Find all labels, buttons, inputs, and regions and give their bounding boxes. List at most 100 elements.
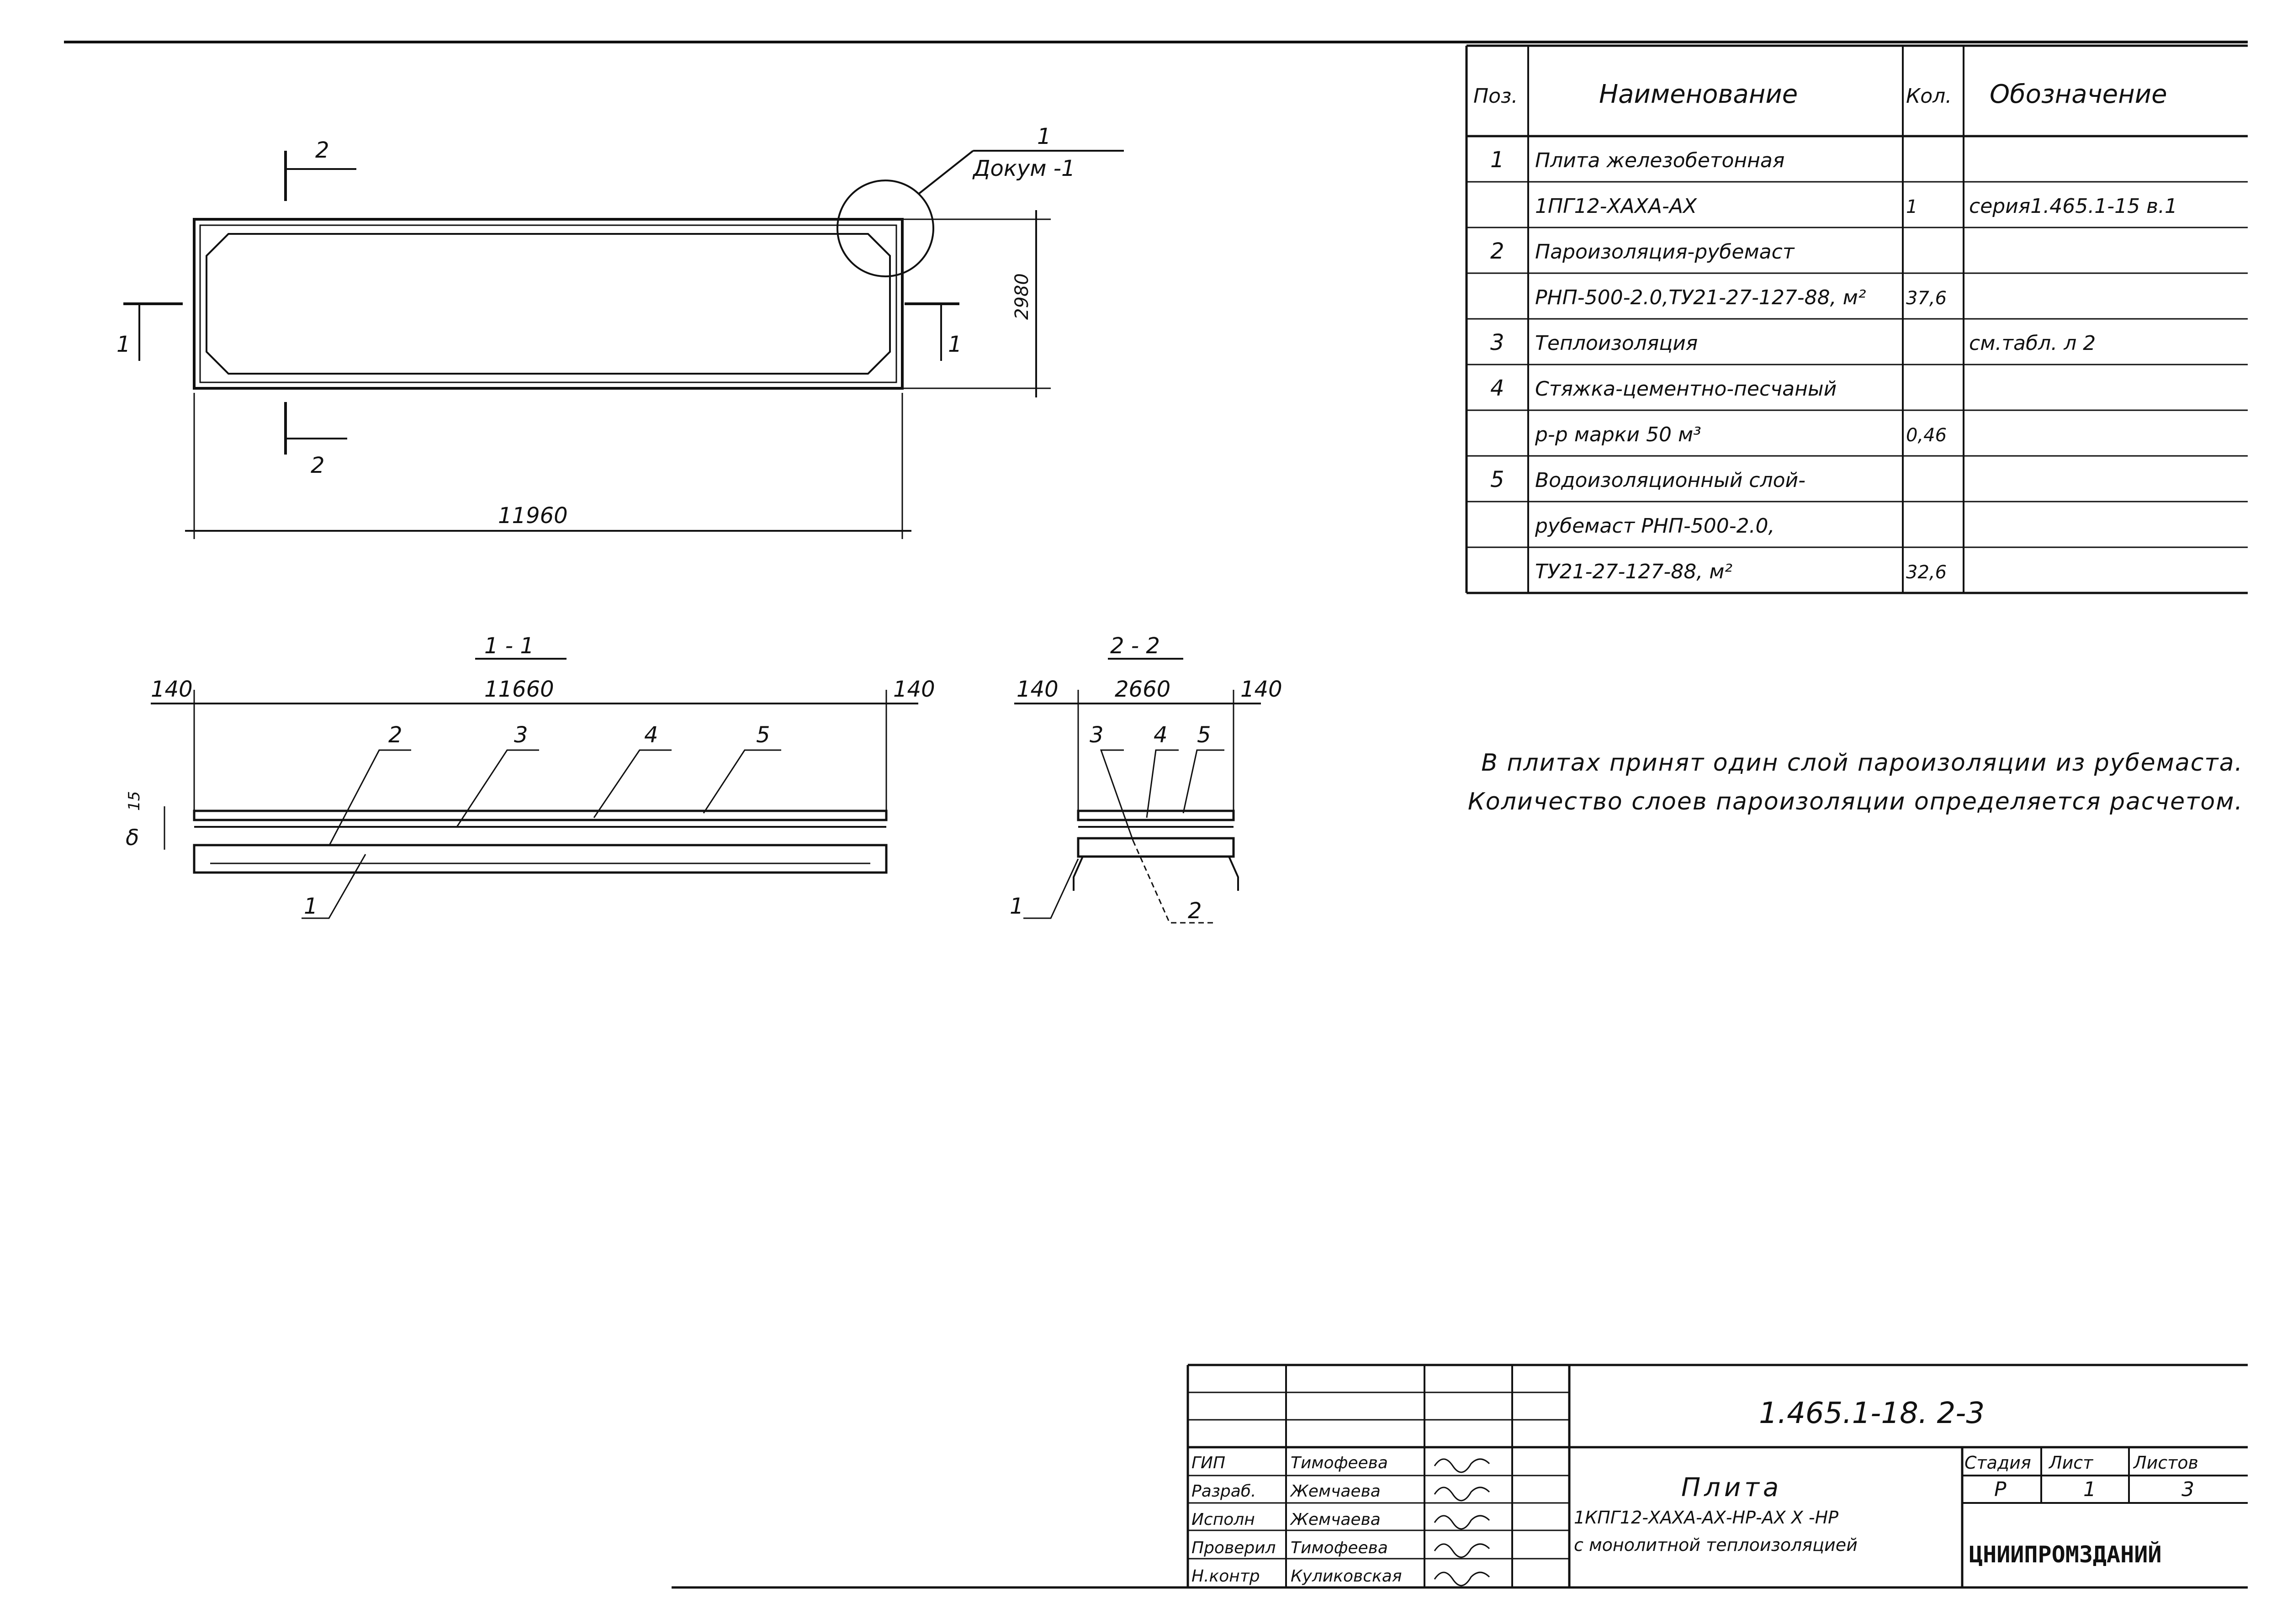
s1-dim-mid: 11660 (484, 677, 554, 702)
s2-leader-label-3: 3 (1090, 722, 1104, 748)
s2-leader-5 (1182, 749, 1224, 814)
s2-dim-mid: 2660 (1115, 677, 1170, 702)
spec-cell: Пароизоляция-рубемаст (1535, 240, 1795, 264)
tb-stage: Р (1994, 1478, 2007, 1501)
spec-header-name: Наименование (1599, 79, 1798, 109)
section-2-2 (1014, 658, 1261, 924)
spec-cell: Плита железобетонная (1535, 149, 1784, 172)
s1-dim-left: 140 (151, 677, 193, 702)
tb-role: Исполн (1191, 1510, 1255, 1529)
spec-cell: 3 (1490, 330, 1504, 355)
tb-sheets: 3 (2181, 1478, 2194, 1501)
spec-header-qty: Кол. (1906, 85, 1952, 108)
cut-1-right-label: 1 (948, 332, 962, 357)
s2-leader-1 (1023, 858, 1079, 919)
spec-cell: 1ПГ12-ХАХА-АХ (1535, 195, 1697, 218)
tb-role: Проверил (1191, 1539, 1276, 1557)
tb-name-1: Плита (1681, 1473, 1782, 1502)
cut-2-top-label: 2 (315, 138, 329, 163)
callout-leader (917, 150, 974, 195)
tb-person: Жемчаева (1290, 1510, 1381, 1529)
spec-cell: 37,6 (1906, 288, 1947, 309)
tb-sheets-header: Листов (2133, 1453, 2198, 1473)
tb-org: ЦНИИПРОМЗДАНИЙ (1969, 1541, 2161, 1568)
s1-dim-small-b: δ (126, 825, 139, 851)
s1-leader-label-1: 1 (304, 894, 318, 919)
s1-slab-body (193, 844, 888, 874)
s1-leader-2 (328, 749, 411, 846)
title-block (1186, 1364, 2248, 1587)
spec-cell: см.табл. л 2 (1969, 332, 2096, 355)
tb-signature (1434, 1515, 1490, 1530)
spec-header-desig: Обозначение (1990, 79, 2167, 109)
s2-leader-label-4: 4 (1154, 722, 1168, 748)
spec-cell: ТУ21-27-127-88, м² (1535, 560, 1732, 583)
spec-cell: Стяжка-цементно-песчаный (1535, 377, 1837, 401)
s1-leader-3 (456, 749, 539, 827)
spec-cell: 2 (1490, 238, 1504, 264)
detail-callout-circle (837, 180, 934, 277)
spec-cell: 4 (1490, 376, 1504, 401)
plan-view-labels: 1 Докум -1 2 2 1 1 2980 11960 (116, 124, 1075, 529)
cut-1-left-label: 1 (116, 332, 131, 357)
s2-leader-4 (1146, 749, 1179, 818)
callout-doc: Докум -1 (972, 156, 1075, 181)
tb-role: ГИП (1191, 1454, 1225, 1472)
s1-dim-small-a: 15 (125, 791, 143, 811)
spec-cell: р-р марки 50 м³ (1535, 423, 1701, 446)
dim-width-label: 2980 (1011, 273, 1032, 320)
tb-stage-header: Стадия (1964, 1453, 2031, 1473)
tb-name-2: 1КПГ12-ХАХА-АХ-НР-АХ Х -НР (1574, 1508, 1838, 1528)
s1-dim-right: 140 (893, 677, 935, 702)
note-line-2: Количество слоев пароизоляции определяет… (1467, 788, 2243, 815)
slab-outline (193, 218, 904, 390)
s1-title: 1 - 1 (484, 633, 534, 659)
s2-rib-left (1073, 856, 1084, 891)
tb-person: Жемчаева (1290, 1482, 1381, 1501)
spec-table-text: Поз. Наименование Кол. Обозначение 1 Плит… (1473, 79, 2177, 583)
callout-number: 1 (1037, 124, 1051, 149)
spec-cell: 1 (1906, 196, 1917, 217)
slab-inner (199, 224, 897, 383)
s1-leader-5 (703, 749, 781, 814)
s2-dim-right: 140 (1240, 677, 1282, 702)
title-block-text: 1.465.1-18. 2-3 Плита 1КПГ12-ХАХА-АХ-НР-… (1191, 1397, 2198, 1587)
section-2-2-labels: 2 - 2 140 2660 140 3 4 5 1 2 (1010, 633, 1282, 924)
slab-rib-outline (206, 233, 891, 375)
cut-2-bottom-label: 2 (311, 453, 325, 478)
tb-signature (1434, 1543, 1490, 1558)
tb-role: Разраб. (1191, 1482, 1256, 1501)
s2-leader-2 (1132, 840, 1215, 924)
spec-table (1465, 44, 2248, 594)
spec-cell: 5 (1490, 467, 1504, 492)
s2-title: 2 - 2 (1110, 633, 1160, 659)
s2-dim-left: 140 (1017, 677, 1059, 702)
dim-length-label: 11960 (498, 503, 568, 529)
tb-name-3: с монолитной теплоизоляцией (1574, 1535, 1858, 1555)
s1-leader-1 (302, 854, 366, 919)
tb-role: Н.контр (1191, 1567, 1260, 1586)
tb-code: 1.465.1-18. 2-3 (1759, 1397, 1985, 1430)
s1-slab-top (193, 809, 888, 821)
s1-leader-label-4: 4 (644, 722, 658, 748)
spec-cell: 32,6 (1906, 562, 1947, 583)
section-1-1 (151, 658, 918, 919)
spec-cell: Водоизоляционный слой- (1535, 469, 1805, 492)
s1-leader-label-2: 2 (388, 722, 402, 748)
tb-person: Тимофеева (1291, 1454, 1388, 1472)
spec-header-pos: Поз. (1473, 85, 1518, 108)
s2-leader-label-1: 1 (1010, 894, 1024, 919)
plan-view (123, 150, 1124, 539)
tb-signature (1434, 1571, 1490, 1587)
spec-cell: серия1.465.1-15 в.1 (1969, 195, 2177, 218)
s2-rib-right (1228, 856, 1239, 891)
spec-cell: Теплоизоляция (1535, 332, 1698, 355)
tb-person: Тимофеева (1291, 1539, 1388, 1557)
s2-slab-body (1077, 837, 1235, 858)
spec-cell: РНП-500-2.0,ТУ21-27-127-88, м² (1535, 286, 1866, 309)
tb-signature (1434, 1458, 1490, 1473)
s1-leader-label-3: 3 (514, 722, 528, 748)
section-1-1-labels: 1 - 1 140 11660 140 15 δ 2 3 4 5 1 (125, 633, 935, 919)
s2-leader-label-5: 5 (1197, 722, 1211, 748)
